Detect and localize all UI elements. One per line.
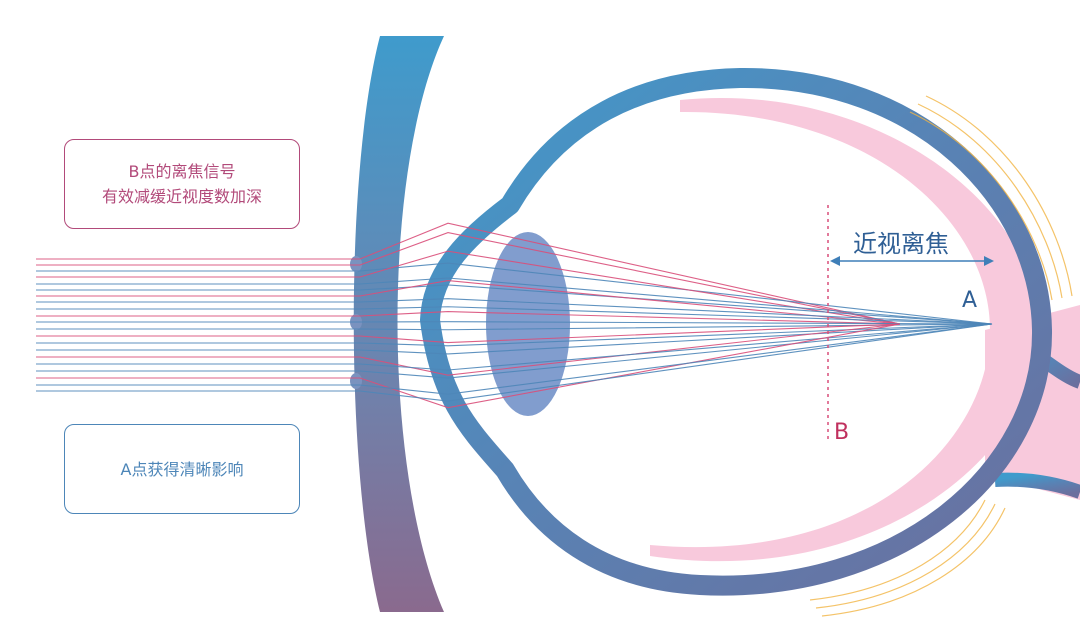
point-a-label: A xyxy=(962,288,977,313)
defocus-ray xyxy=(36,323,901,344)
defocus-ray xyxy=(36,311,901,325)
focus-ray xyxy=(36,277,993,325)
focus-ray xyxy=(36,284,993,325)
nerve-arcs-bottom xyxy=(809,499,1006,617)
defocus-ray xyxy=(36,222,901,325)
b-box-line-2: 有效减缓近视度数加深 xyxy=(101,187,262,206)
eye-lens xyxy=(486,232,570,416)
defocus-ray xyxy=(36,323,901,376)
point-b-label: B xyxy=(834,420,849,445)
focus-ray xyxy=(36,262,993,325)
focus-ray xyxy=(36,321,993,325)
focus-ray xyxy=(36,323,993,371)
spectacle-lens xyxy=(353,36,444,612)
b-box-line-1: B点的离焦信号 xyxy=(128,162,236,181)
focus-ray xyxy=(36,323,993,331)
defocus-ray xyxy=(36,250,901,325)
nerve-arcs-top xyxy=(909,95,1073,301)
a-box-text: A点获得清晰影响 xyxy=(120,459,244,479)
focus-ray xyxy=(36,323,993,379)
defocus-ray xyxy=(36,280,901,325)
focus-ray xyxy=(36,323,993,347)
light-rays xyxy=(36,222,993,409)
focus-ray xyxy=(36,323,993,395)
focus-ray xyxy=(36,323,993,402)
defocus-ray xyxy=(36,231,901,325)
focus-ray xyxy=(36,298,993,325)
defocus-ray xyxy=(36,323,901,409)
focus-ray xyxy=(36,323,993,355)
optic-nerve-edge-bottom xyxy=(994,472,1080,499)
defocus-arrow xyxy=(830,256,994,266)
defocus-label: 近视离焦 xyxy=(853,230,949,258)
a-point-info-box: A点获得清晰影响 xyxy=(64,424,300,514)
b-point-info-box: B点的离焦信号 有效减缓近视度数加深 xyxy=(64,139,300,229)
focus-ray xyxy=(36,306,993,325)
